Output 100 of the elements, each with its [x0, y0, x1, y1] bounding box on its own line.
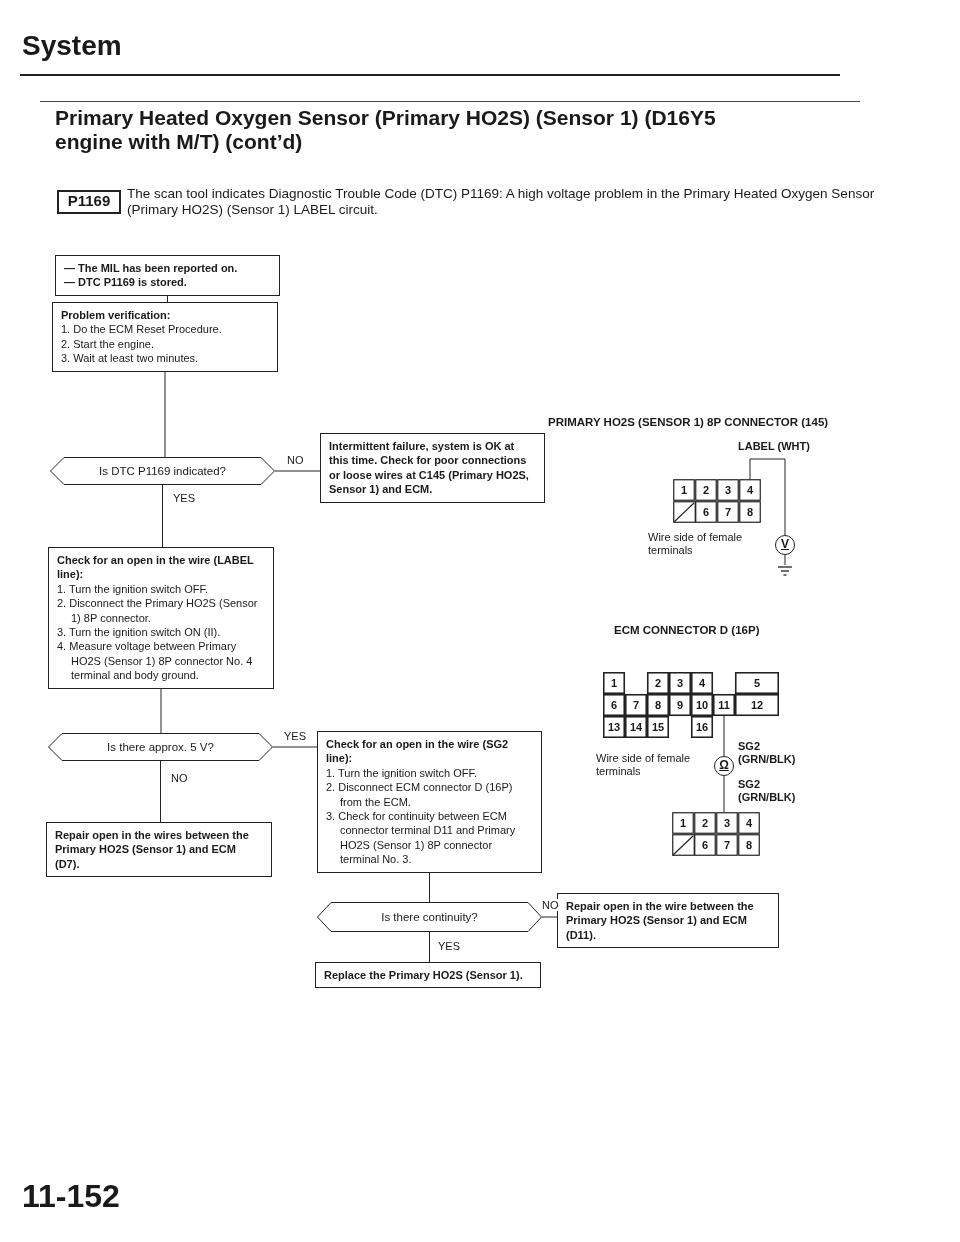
- step-text: 1. Turn the ignition switch OFF.: [57, 581, 209, 597]
- process-box: [317, 731, 542, 873]
- instruction-text: Intermittent failure, system is OK at this time. Check for poor connections or loose wires at C145 (Primary HO2S, Sensor 1) and ECM.: [329, 439, 530, 497]
- voltmeter-symbol: V: [775, 535, 795, 555]
- view-note: Wire side of female terminals: [596, 752, 692, 778]
- connector-line: [162, 484, 163, 548]
- connector-line: [723, 775, 725, 813]
- instruction-text: Replace the Primary HO2S (Sensor 1).: [324, 968, 524, 983]
- decision-hexagon: [50, 457, 275, 485]
- process-box: [557, 893, 779, 949]
- step-text: 4. Measure voltage between Primary HO2S (Sensor 1) 8P connector No. 4 terminal and body ground.: [57, 639, 254, 683]
- connector-line: [723, 715, 725, 757]
- terminal-number: 13: [606, 720, 622, 735]
- edge-label: NO: [170, 772, 189, 784]
- description-text: The scan tool indicates Diagnostic Trouble Code (DTC) P1169: A high voltage problem in the Primary Heated Oxygen Sensor (Primary HO2S) (Sensor 1) LABEL circuit.: [127, 186, 876, 218]
- connector-line: [749, 458, 786, 536]
- status-text: — DTC P1169 is stored.: [64, 275, 188, 290]
- connector-drawing: [673, 479, 761, 523]
- edge-label: YES: [437, 940, 461, 952]
- terminal-number: 11: [717, 698, 731, 713]
- decision-hexagon: [48, 733, 273, 761]
- terminal-number: 6: [700, 838, 710, 853]
- instruction-text: Repair open in the wire between the Primary HO2S (Sensor 1) and ECM (D11).: [566, 899, 755, 943]
- step-text: 1. Turn the ignition switch OFF.: [326, 765, 478, 781]
- step-text: 1. Do the ECM Reset Procedure.: [61, 322, 223, 337]
- terminal-number: 4: [744, 816, 754, 831]
- process-box: [315, 962, 541, 989]
- edge-label: YES: [283, 730, 307, 742]
- wire-label: SG2 (GRN/BLK): [738, 778, 797, 804]
- terminal-number: 8: [744, 838, 754, 853]
- terminal-number: 1: [609, 676, 619, 691]
- terminal-number: 6: [701, 505, 711, 520]
- ohmmeter-symbol: Ω: [714, 756, 734, 776]
- decision-hexagon: [317, 902, 542, 932]
- connector-line: [164, 371, 166, 458]
- step-text: 3. Turn the ignition switch ON (II).: [57, 625, 222, 640]
- terminal-number: 9: [675, 698, 685, 713]
- terminal-number: 15: [650, 720, 666, 735]
- instruction-text: Repair open in the wires between the Primary HO2S (Sensor 1) and ECM (D7).: [55, 828, 250, 872]
- status-text: — The MIL has been reported on.: [64, 261, 239, 276]
- wire-label: LABEL (WHT): [738, 440, 810, 453]
- connector-title: ECM CONNECTOR D (16P): [614, 624, 760, 637]
- connector-line: [272, 746, 318, 748]
- process-box: [48, 547, 274, 689]
- trouble-code-tag: P1169: [57, 190, 121, 214]
- process-box: [320, 433, 545, 503]
- terminal-number: 7: [723, 505, 733, 520]
- terminal-number: 4: [745, 483, 755, 498]
- connector-line: [274, 470, 321, 472]
- terminal-number: 2: [653, 676, 663, 691]
- connector-line: [784, 554, 786, 566]
- step-text: 2. Disconnect ECM connector D (16P) from the ECM.: [326, 780, 514, 810]
- connector-drawing: [672, 812, 760, 856]
- terminal-number: 7: [631, 698, 641, 713]
- terminal-number: 1: [679, 483, 689, 498]
- page-number: 11-152: [22, 1178, 120, 1214]
- terminal-number: 14: [628, 720, 644, 735]
- connector-line: [167, 295, 168, 303]
- terminal-number: 16: [694, 720, 710, 735]
- process-box: [55, 255, 280, 296]
- step-text: 3. Check for continuity between ECM connector terminal D11 and Primary HO2S (Sensor 1) 8P connector terminal No. 3.: [326, 809, 517, 867]
- edge-label: NO: [286, 454, 305, 466]
- step-heading: Problem verification:: [61, 308, 172, 323]
- terminal-number: 2: [700, 816, 710, 831]
- connector-line: [429, 931, 430, 963]
- question-text: Is there continuity?: [381, 911, 478, 923]
- terminal-number: 3: [723, 483, 733, 498]
- terminal-number: 8: [653, 698, 663, 713]
- terminal-number: 12: [749, 698, 765, 713]
- view-note: Wire side of female terminals: [648, 531, 744, 557]
- terminal-number: 5: [752, 676, 762, 691]
- connector-line: [541, 916, 558, 918]
- process-box: [52, 302, 278, 372]
- terminal-number: 7: [722, 838, 732, 853]
- question-text: Is there approx. 5 V?: [107, 741, 214, 753]
- question-text: Is DTC P1169 indicated?: [99, 465, 226, 477]
- step-heading: Check for an open in the wire (SG2 line):: [326, 737, 510, 766]
- page-header: System: [22, 30, 122, 62]
- edge-label: NO: [541, 899, 560, 911]
- step-text: 2. Start the engine.: [61, 336, 155, 352]
- terminal-number: 3: [675, 676, 685, 691]
- terminal-number: 4: [697, 676, 707, 691]
- connector-drawing: [603, 672, 779, 738]
- connector-line: [160, 760, 161, 823]
- terminal-number: 8: [745, 505, 755, 520]
- wire-label: SG2 (GRN/BLK): [738, 740, 797, 766]
- terminal-number: 2: [701, 483, 711, 498]
- terminal-number: 10: [694, 698, 710, 713]
- terminal-number: 6: [609, 698, 619, 713]
- terminal-number: 1: [678, 816, 688, 831]
- page-title: Primary Heated Oxygen Sensor (Primary HO2S) (Sensor 1) (D16Y5 engine with M/T) (cont’d): [55, 106, 717, 154]
- step-heading: Check for an open in the wire (LABEL line):: [57, 553, 255, 582]
- terminal-number: 3: [722, 816, 732, 831]
- ground-symbol: [777, 565, 793, 577]
- step-text: 3. Wait at least two minutes.: [61, 351, 200, 366]
- connector-line: [160, 688, 162, 734]
- edge-label: YES: [172, 492, 196, 504]
- process-box: [46, 822, 272, 878]
- connector-title: PRIMARY HO2S (SENSOR 1) 8P CONNECTOR (145): [548, 416, 829, 429]
- connector-line: [429, 872, 430, 903]
